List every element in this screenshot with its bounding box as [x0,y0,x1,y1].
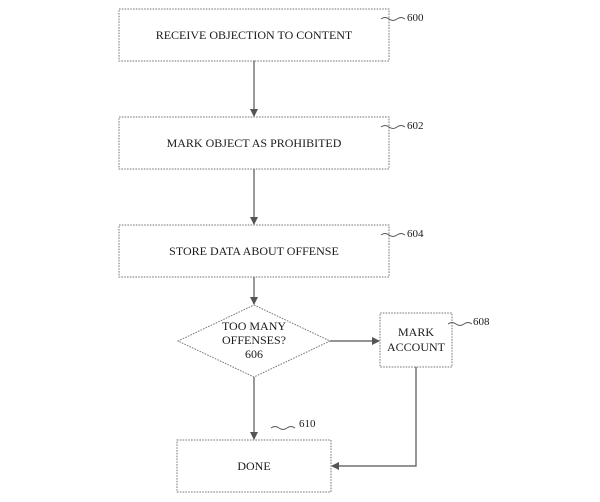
ref-600: 600 [407,12,424,24]
decision-line-1: TOO MANY [222,319,286,333]
edge-608-to-610 [331,367,417,470]
ref-602: 602 [407,120,424,132]
step-receive-objection-box [118,8,390,62]
step-mark-account-box [379,312,453,368]
ref-600-leader [380,17,406,21]
ref-608-leader [447,322,473,326]
step-receive-objection-label: RECEIVE OBJECTION TO CONTENT [156,28,353,42]
ref-604: 604 [407,228,424,240]
decision-ref: 606 [245,347,263,361]
step-mark-account-line-2: ACCOUNT [387,340,446,354]
step-store-data-label: STORE DATA ABOUT OFFENSE [169,244,339,258]
step-mark-account: MARK ACCOUNT [379,312,453,368]
step-receive-objection: RECEIVE OBJECTION TO CONTENT [118,8,390,62]
ref-608: 608 [473,316,490,328]
step-mark-prohibited: MARK OBJECT AS PROHIBITED [118,116,390,170]
ref-602-leader [380,125,406,129]
ref-610-leader [270,426,296,430]
step-done-label: DONE [237,459,270,473]
step-done: DONE [176,439,332,493]
decision-too-many-offenses: TOO MANY OFFENSES? 606 [176,304,332,378]
step-mark-prohibited-label: MARK OBJECT AS PROHIBITED [167,136,342,150]
step-mark-account-line-1: MARK [398,325,434,339]
decision-line-2: OFFENSES? [222,333,286,347]
step-store-data: STORE DATA ABOUT OFFENSE [118,224,390,278]
step-mark-prohibited-box [118,116,390,170]
ref-610: 610 [299,418,316,430]
ref-604-leader [380,233,406,237]
